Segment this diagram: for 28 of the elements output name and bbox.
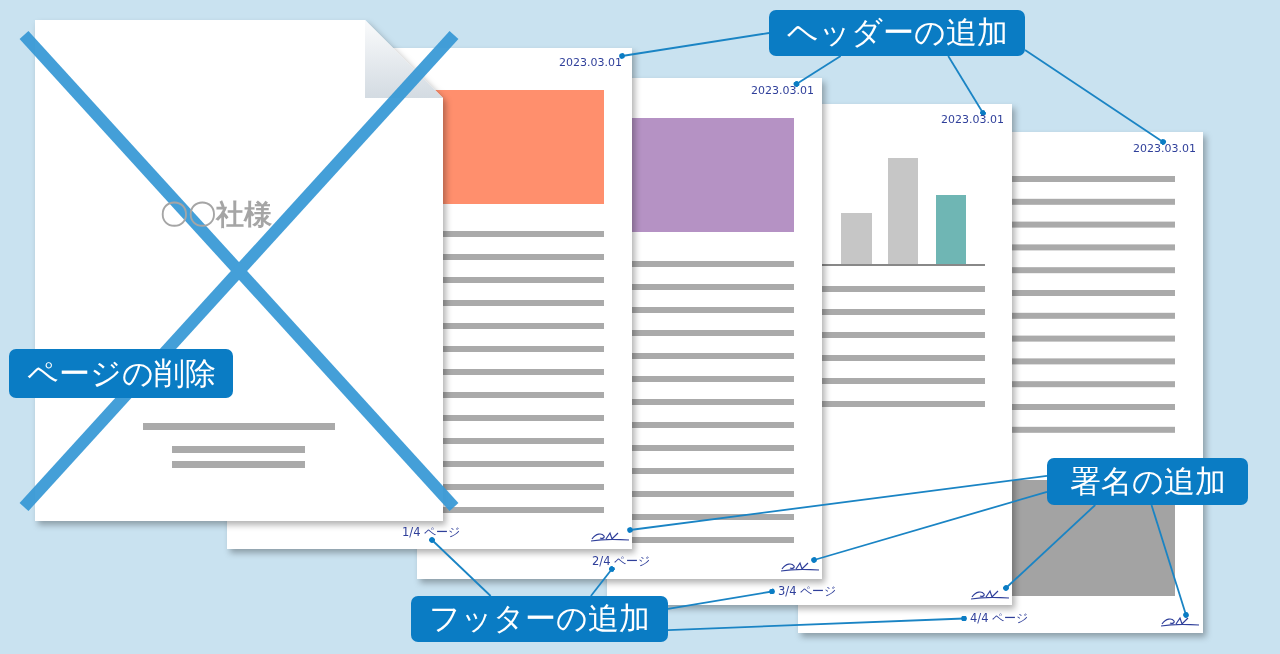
leader-line	[667, 615, 967, 631]
footer-page-number-text: 3/4 ページ	[772, 584, 844, 599]
leader-line	[1150, 504, 1189, 618]
callout-label: 署名の追加	[1047, 458, 1248, 505]
signature-drawing	[1160, 615, 1200, 628]
leader-line	[1024, 49, 1166, 145]
signature-drawing	[780, 560, 820, 573]
leader-line	[590, 566, 615, 597]
header-date-text: 2023.03.01	[744, 84, 814, 98]
leader-line	[1003, 504, 1097, 591]
callout-label: ページの削除	[9, 349, 233, 398]
signature-drawing	[970, 588, 1010, 601]
leader-line	[627, 474, 1048, 533]
header-date-text: 2023.03.01	[552, 56, 622, 70]
signature-drawing	[590, 530, 630, 543]
callout-label: フッターの追加	[411, 596, 668, 642]
leader-line	[947, 55, 986, 116]
callout-label: ヘッダーの追加	[769, 10, 1025, 56]
leader-line	[811, 490, 1048, 563]
leader-line	[793, 55, 842, 87]
footer-page-number-text: 4/4 ページ	[964, 611, 1036, 626]
header-date-text: 2023.03.01	[1126, 142, 1196, 156]
leader-line	[429, 537, 492, 597]
leader-line	[619, 32, 770, 59]
header-date-text: 2023.03.01	[934, 113, 1004, 127]
footer-page-number-text: 2/4 ページ	[586, 554, 658, 569]
footer-page-number-text: 1/4 ページ	[396, 525, 468, 540]
leader-line	[667, 588, 775, 610]
